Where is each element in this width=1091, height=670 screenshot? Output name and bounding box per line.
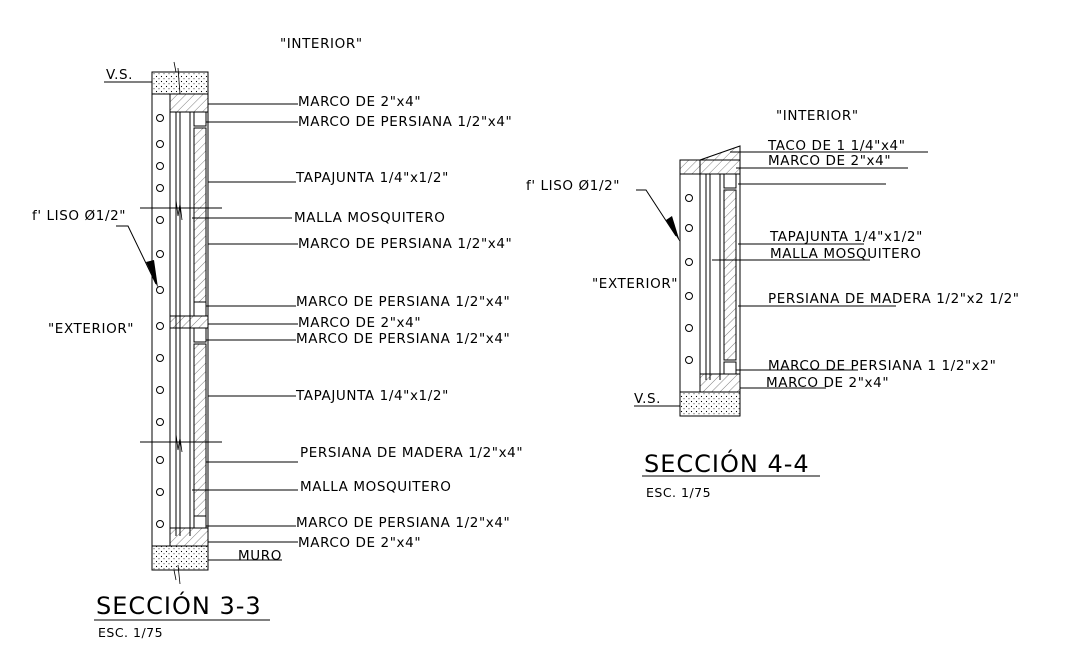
label-3-3-10: MALLA MOSQUITERO	[300, 479, 451, 495]
label-4-4-0: TACO DE 1 1/4"x4"	[767, 138, 906, 154]
vs-label-3-3: V.S.	[106, 67, 133, 83]
leaders-4-4	[712, 151, 928, 389]
label-4-4-3: MALLA MOSQUITERO	[770, 246, 921, 262]
liso-label-4-4: f' LISO Ø1/2"	[526, 178, 620, 194]
label-3-3-3: MALLA MOSQUITERO	[294, 210, 445, 226]
label-3-3-9: PERSIANA DE MADERA 1/2"x4"	[300, 445, 523, 461]
label-3-3-5: MARCO DE PERSIANA 1/2"x4"	[296, 294, 510, 310]
rebar-circles-4-4	[685, 194, 693, 364]
label-4-4-6: MARCO DE 2"x4"	[766, 375, 889, 391]
label-4-4-1: MARCO DE 2"x4"	[768, 153, 891, 169]
scale-3-3: ESC. 1/75	[98, 625, 163, 640]
interior-label-4-4: "INTERIOR"	[776, 108, 859, 124]
title-3-3: SECCIÓN 3-3	[96, 590, 262, 620]
leaders-3-3	[192, 103, 298, 561]
exterior-label-4-4: "EXTERIOR"	[592, 276, 678, 292]
section-4-4: "INTERIOR" f' LISO Ø1/2" "EXTERIOR" V.S.…	[526, 108, 1020, 500]
blind-panel-4-4	[723, 189, 737, 361]
vs-label-4-4: V.S.	[634, 391, 661, 407]
label-3-3-6: MARCO DE 2"x4"	[298, 315, 421, 331]
scale-4-4: ESC. 1/75	[646, 485, 711, 500]
muro-label: MURO	[238, 548, 282, 564]
rebar-circles	[156, 114, 164, 528]
label-3-3-8: TAPAJUNTA 1/4"x1/2"	[295, 388, 449, 404]
label-3-3-2: TAPAJUNTA 1/4"x1/2"	[295, 170, 449, 186]
label-3-3-1: MARCO DE PERSIANA 1/2"x4"	[298, 114, 512, 130]
bottom-slab-4-4	[679, 391, 741, 417]
label-4-4-4: PERSIANA DE MADERA 1/2"x2 1/2"	[768, 291, 1020, 307]
label-3-3-12: MARCO DE 2"x4"	[298, 535, 421, 551]
bottom-slab	[151, 545, 209, 571]
liso-label-3-3: f' LISO Ø1/2"	[32, 208, 126, 224]
label-3-3-4: MARCO DE PERSIANA 1/2"x4"	[298, 236, 512, 252]
title-4-4: SECCIÓN 4-4	[644, 448, 810, 478]
label-4-4-5: MARCO DE PERSIANA 1 1/2"x2"	[768, 358, 996, 374]
label-3-3-11: MARCO DE PERSIANA 1/2"x4"	[296, 515, 510, 531]
label-3-3-7: MARCO DE PERSIANA 1/2"x4"	[296, 331, 510, 347]
blind-panel-top	[193, 127, 207, 303]
label-3-3-0: MARCO DE 2"x4"	[298, 94, 421, 110]
label-4-4-2: TAPAJUNTA 1/4"x1/2"	[769, 229, 923, 245]
interior-label-3-3: "INTERIOR"	[280, 36, 363, 52]
section-3-3: "INTERIOR" V.S. f' LISO Ø1/2" "EXTERIOR"…	[32, 36, 523, 640]
exterior-label-3-3: "EXTERIOR"	[48, 321, 134, 337]
